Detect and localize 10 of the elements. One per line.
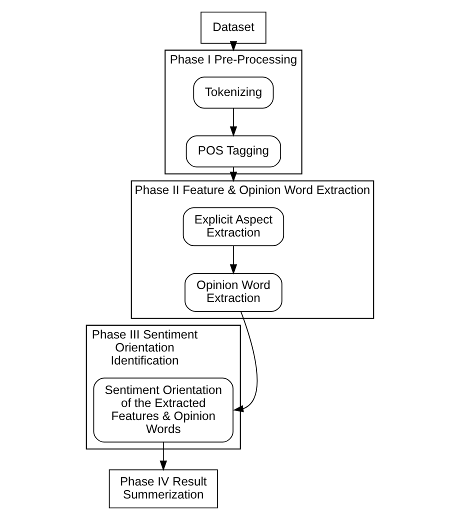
arrow [230, 245, 238, 275]
arrow [160, 442, 168, 472]
node-box: Phase IV Result Summerization [108, 469, 218, 508]
arrow [230, 166, 238, 182]
node-box: Tokenizing [193, 76, 274, 109]
node-box: Explicit Aspect Extraction [182, 207, 284, 246]
node-box: Sentiment Orientation of the Extracted Features & Opinion Words [93, 378, 234, 443]
node-box: Opinion Word Extraction [184, 272, 282, 312]
node-box: POS Tagging [186, 135, 282, 168]
arrow [230, 108, 238, 137]
